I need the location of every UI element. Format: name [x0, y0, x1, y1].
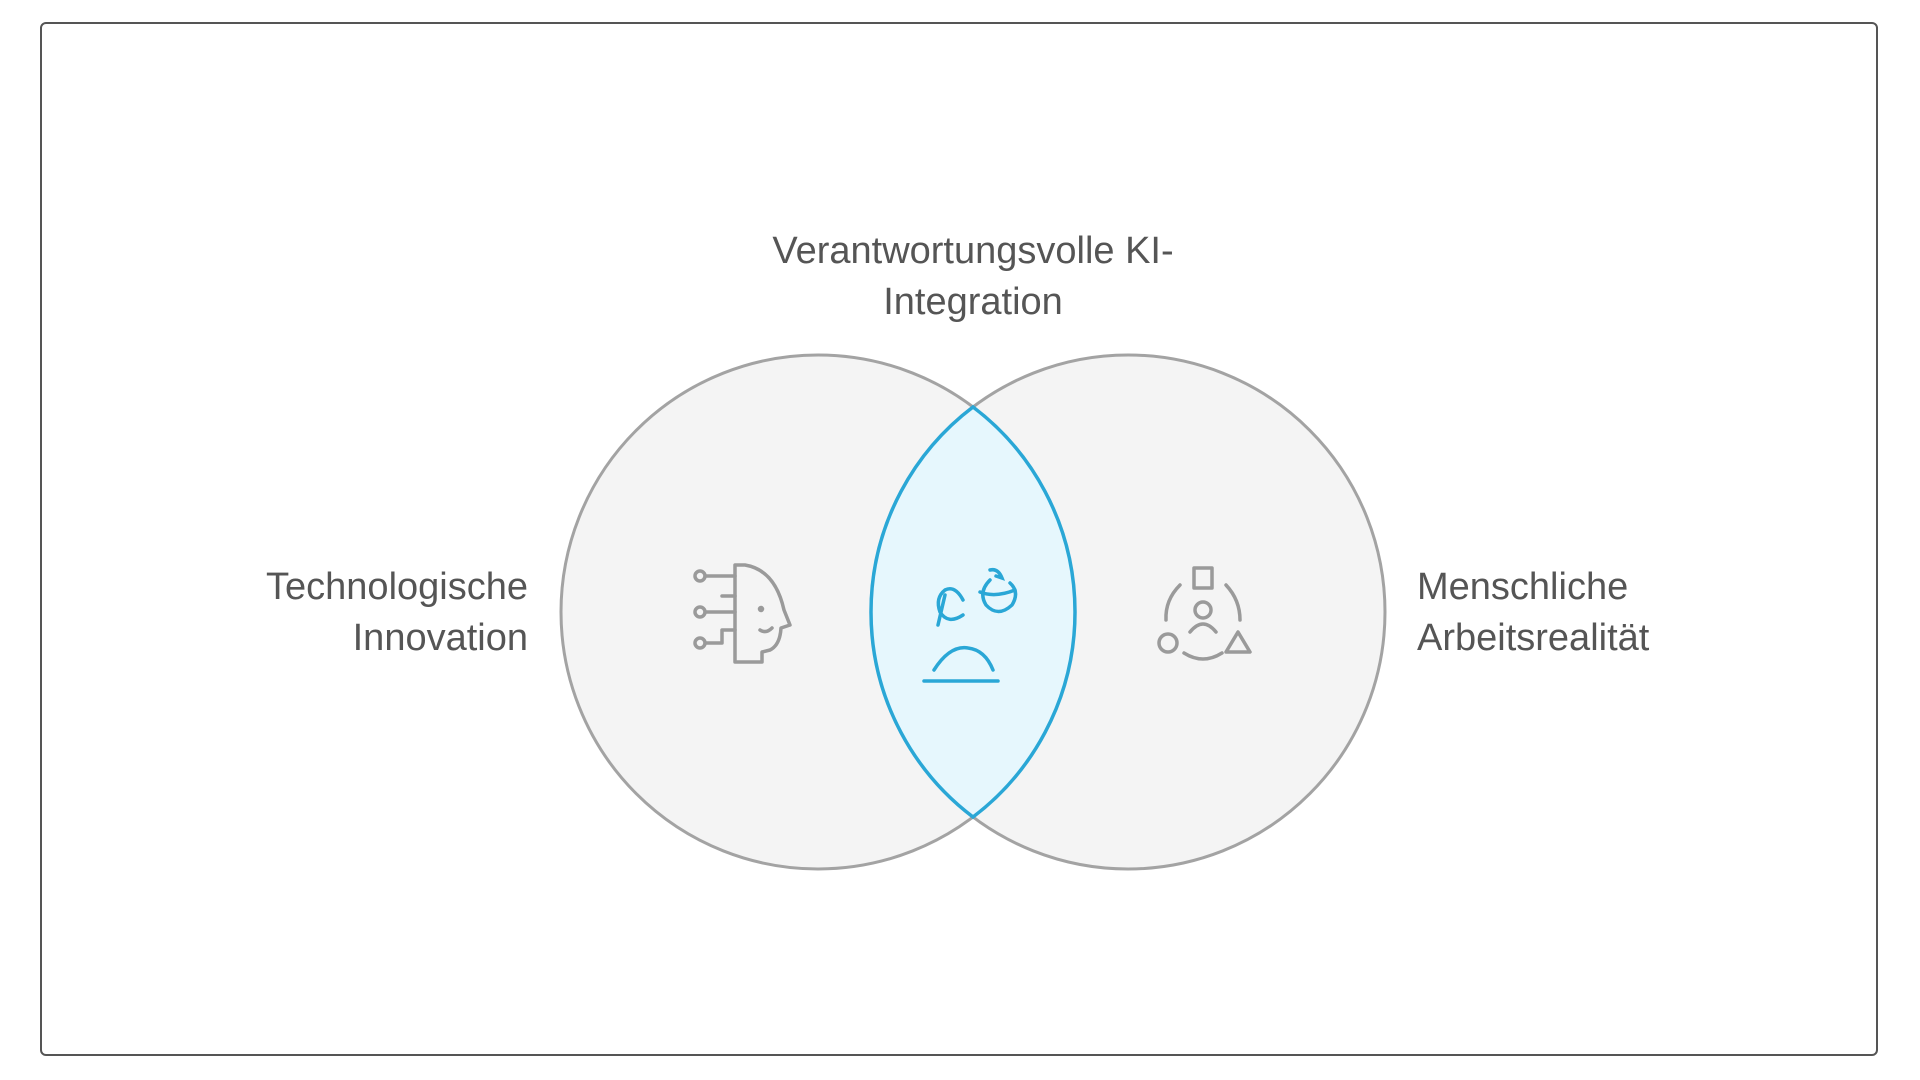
right-label-line-1: Menschliche	[1417, 566, 1629, 608]
left-label-line-1: Technologische	[266, 566, 528, 608]
ai-head-circuit-icon	[693, 563, 792, 664]
intersection-lens	[869, 404, 1077, 820]
person-cycle-icon	[922, 567, 1018, 683]
intersection-label-line-2: Integration	[883, 281, 1063, 323]
left-circle-label: Technologische Innovation	[266, 562, 528, 664]
left-label-line-2: Innovation	[352, 617, 528, 659]
right-label-line-2: Arbeitsrealität	[1417, 617, 1650, 659]
people-shapes-group-icon	[1157, 566, 1252, 661]
right-circle-label: Menschliche Arbeitsrealität	[1417, 562, 1649, 664]
intersection-label-line-1: Verantwortungsvolle KI-	[772, 230, 1174, 272]
intersection-label: Verantwortungsvolle KI- Integration	[673, 226, 1273, 328]
